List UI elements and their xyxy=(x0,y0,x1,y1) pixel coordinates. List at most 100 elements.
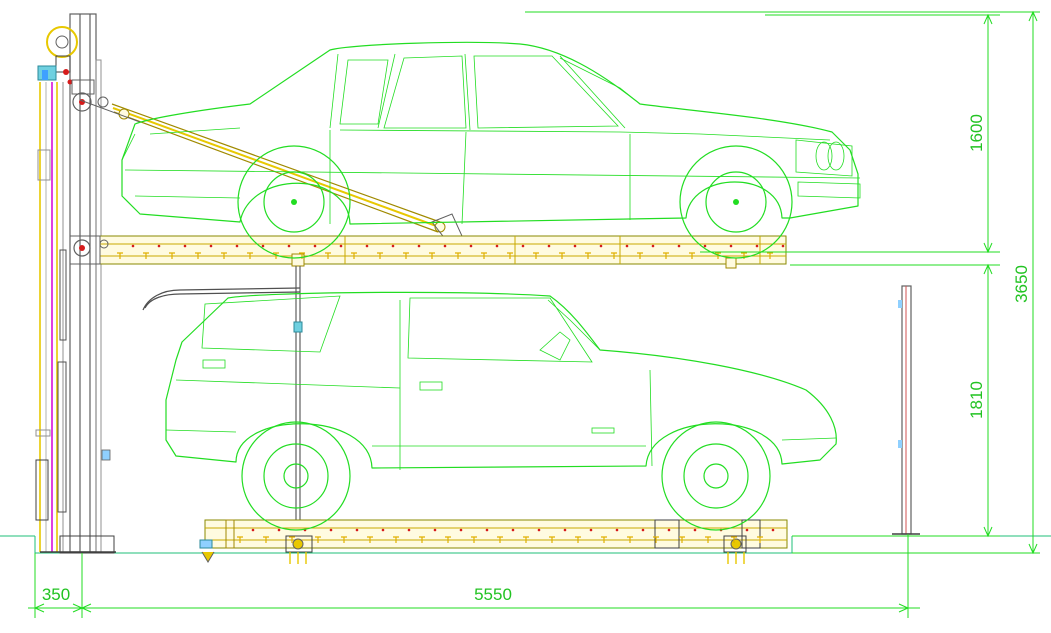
platform-rivet xyxy=(511,528,515,532)
platform-bolt xyxy=(575,536,581,543)
center-support-rod xyxy=(142,266,303,520)
platform-bolt xyxy=(559,252,565,259)
platform-rivet xyxy=(641,528,645,532)
platform-rivet xyxy=(339,244,343,248)
platform-rivet xyxy=(381,528,385,532)
platform-rivet xyxy=(131,244,135,248)
dim-label-total-height: 3650 xyxy=(1012,265,1031,303)
platform-rivet xyxy=(771,528,775,532)
platform-bolt xyxy=(471,536,477,543)
dim-label-upper-clearance: 1600 xyxy=(967,114,986,152)
lower-car-suv xyxy=(165,291,837,531)
platform-bolt xyxy=(393,536,399,543)
platform-rivet xyxy=(391,244,395,248)
platform-rivet xyxy=(495,244,499,248)
platform-bolt xyxy=(663,252,669,259)
platform-bolt xyxy=(523,536,529,543)
horizontal-dimensions xyxy=(28,534,920,618)
vertical-dimensions xyxy=(525,10,1040,555)
platform-rivet xyxy=(407,528,411,532)
platform-rivet xyxy=(157,244,161,248)
platform-rivet xyxy=(781,244,785,248)
platform-bolt xyxy=(455,252,461,259)
platform-rivet xyxy=(459,528,463,532)
platform-rivet xyxy=(547,244,551,248)
platform-bolt xyxy=(731,536,737,543)
platform-bolt xyxy=(627,536,633,543)
platform-bolt xyxy=(403,252,409,259)
platform-bolt xyxy=(585,252,591,259)
platform-rivet xyxy=(183,244,187,248)
platform-rivet xyxy=(287,244,291,248)
platform-bolt xyxy=(705,536,711,543)
platform-rivet xyxy=(355,528,359,532)
platform-rivet xyxy=(313,244,317,248)
platform-bolt xyxy=(445,536,451,543)
lift-column xyxy=(35,13,116,554)
top-pulley-assembly xyxy=(37,26,109,112)
platform-rivet xyxy=(277,528,281,532)
platform-rivet xyxy=(443,244,447,248)
platform-rivet xyxy=(703,244,707,248)
platform-bolt xyxy=(367,536,373,543)
platform-bolt xyxy=(507,252,513,259)
platform-rivet xyxy=(677,244,681,248)
platform-rivet xyxy=(573,244,577,248)
platform-rivet xyxy=(251,528,255,532)
platform-bolt xyxy=(637,252,643,259)
platform-bolt xyxy=(289,536,295,543)
platform-rivet xyxy=(745,528,749,532)
platform-bolt xyxy=(273,252,279,259)
platform-bolt xyxy=(237,536,243,543)
platform-bolt xyxy=(419,536,425,543)
upper-car-sedan xyxy=(121,41,861,259)
platform-rivet xyxy=(599,244,603,248)
platform-bolt xyxy=(341,536,347,543)
platform-rivet xyxy=(485,528,489,532)
dim-label-platform-length: 5550 xyxy=(474,585,512,604)
platform-bolt xyxy=(653,536,659,543)
platform-rivet xyxy=(537,528,541,532)
platform-bolt xyxy=(429,252,435,259)
platform-rivet xyxy=(589,528,593,532)
platform-bolt xyxy=(715,252,721,259)
platform-bolt xyxy=(497,536,503,543)
platform-bolt xyxy=(247,252,253,259)
right-guide-post xyxy=(892,285,920,535)
platform-bolt xyxy=(263,536,269,543)
platform-bolt xyxy=(611,252,617,259)
platform-rivet xyxy=(469,244,473,248)
dim-label-lower-clearance: 1810 xyxy=(967,381,986,419)
platform-bolt xyxy=(169,252,175,259)
platform-bolt xyxy=(117,252,123,259)
platform-bolt xyxy=(325,252,331,259)
platform-rivet xyxy=(433,528,437,532)
platform-bolt xyxy=(549,536,555,543)
platform-rivet xyxy=(235,244,239,248)
upper-platform xyxy=(69,235,787,269)
dim-label-column-offset: 350 xyxy=(42,585,70,604)
platform-bolt xyxy=(689,252,695,259)
platform-rivet xyxy=(755,244,759,248)
platform-rivet xyxy=(521,244,525,248)
platform-rivet xyxy=(615,528,619,532)
lower-platform xyxy=(199,519,788,564)
platform-bolt xyxy=(377,252,383,259)
platform-rivet xyxy=(667,528,671,532)
platform-rivet xyxy=(329,528,333,532)
platform-rivet xyxy=(651,244,655,248)
platform-bolt xyxy=(143,252,149,259)
platform-rivet xyxy=(563,528,567,532)
upper-tilt-arm xyxy=(79,99,463,241)
platform-rivet xyxy=(729,244,733,248)
platform-rivet xyxy=(365,244,369,248)
platform-rivet xyxy=(417,244,421,248)
platform-bolt xyxy=(195,252,201,259)
platform-bolt xyxy=(679,536,685,543)
platform-bolt xyxy=(481,252,487,259)
platform-bolt xyxy=(221,252,227,259)
platform-rivet xyxy=(625,244,629,248)
platform-rivet xyxy=(261,244,265,248)
platform-rivet xyxy=(693,528,697,532)
